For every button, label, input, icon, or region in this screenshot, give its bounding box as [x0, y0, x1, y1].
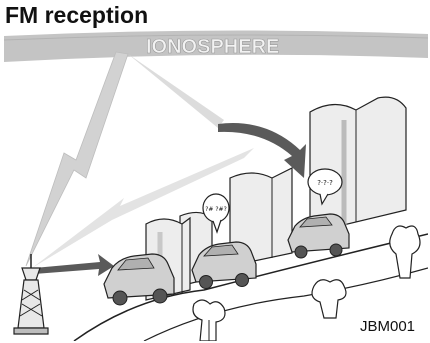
ionosphere-label: IONOSPHERE	[146, 36, 279, 58]
tree-icon	[389, 225, 421, 279]
page-title: FM reception	[5, 2, 149, 28]
car-2	[191, 241, 257, 289]
figure-code: JBM001	[360, 318, 416, 335]
bubble-text-voice: ?·?·?	[317, 179, 333, 187]
bubble-text-noise: ?# ?#?	[205, 206, 227, 213]
building-4	[309, 96, 407, 234]
direct-wave-beam-light	[32, 148, 254, 268]
tree-icon	[311, 279, 347, 319]
tree-icon	[192, 299, 226, 341]
ionosphere-banner: IONOSPHERE	[4, 30, 428, 62]
car-3	[287, 213, 350, 259]
reflected-wave-arrow	[218, 123, 306, 178]
radio-tower-icon	[13, 254, 49, 335]
road	[73, 233, 428, 341]
speech-bubble-icon: ?·?·?	[307, 168, 343, 206]
car-1	[103, 253, 175, 306]
speech-bubble-icon: ?# ?#?	[202, 193, 230, 234]
reflected-wave-beam	[25, 51, 224, 267]
fm-reception-diagram: IONOSPHERE	[4, 30, 428, 341]
building-3	[229, 167, 293, 267]
direct-wave-arrow	[34, 254, 114, 276]
